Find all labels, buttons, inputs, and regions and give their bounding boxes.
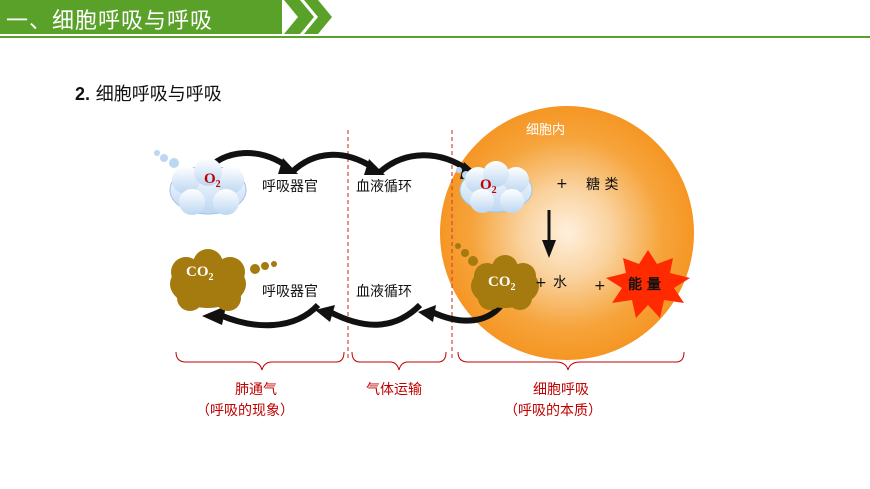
stage1-name: 肺通气: [235, 382, 277, 398]
header-underline: [0, 36, 870, 38]
energy-burst-icon: [606, 250, 690, 318]
brace-stage1: [175, 351, 345, 371]
cell-label: 细胞内: [526, 122, 565, 138]
organ-label-bottom: 呼吸器官: [262, 284, 318, 300]
o2-transport-arrows: [202, 150, 482, 179]
co2-formula-left: CO2: [186, 264, 214, 283]
co2-cloud-left: [170, 249, 277, 311]
water-label: 水: [553, 275, 567, 291]
section-title-text: 细胞呼吸与呼吸: [95, 84, 222, 105]
co2-cloud-cell: [455, 243, 539, 310]
sugar-label: 糖 类: [586, 177, 618, 193]
o2-formula-left: O2: [204, 171, 221, 190]
blood-label-top: 血液循环: [356, 179, 412, 195]
chevron-right-icon: [284, 0, 332, 34]
plus-energy: +: [594, 278, 606, 294]
co2-formula-cell: CO2: [488, 274, 516, 293]
o2-formula-cell: O2: [480, 177, 497, 196]
organ-label-top: 呼吸器官: [262, 179, 318, 195]
header-bar: 一、细胞呼吸与呼吸: [0, 0, 282, 34]
header-title: 一、细胞呼吸与呼吸: [6, 9, 214, 34]
stage1-note: （呼吸的现象）: [196, 403, 294, 419]
brace-stage2: [351, 351, 447, 371]
plus-water: +: [535, 275, 547, 291]
co2-transport-arrows: [202, 298, 508, 329]
stage3-name: 细胞呼吸: [533, 382, 589, 398]
section-title: 2. 细胞呼吸与呼吸: [75, 80, 222, 106]
o2-cloud-cell: [456, 161, 533, 213]
brace-stage3: [457, 351, 685, 371]
blood-label-bottom: 血液循环: [356, 284, 412, 300]
o2-cloud-left: [154, 150, 247, 215]
stage2-name: 气体运输: [366, 382, 422, 398]
plus-sugar: +: [556, 176, 568, 192]
stage3-note: （呼吸的本质）: [504, 403, 602, 419]
down-arrow-icon: [542, 210, 556, 258]
energy-label: 能 量: [628, 276, 661, 293]
section-number: 2.: [75, 84, 91, 104]
